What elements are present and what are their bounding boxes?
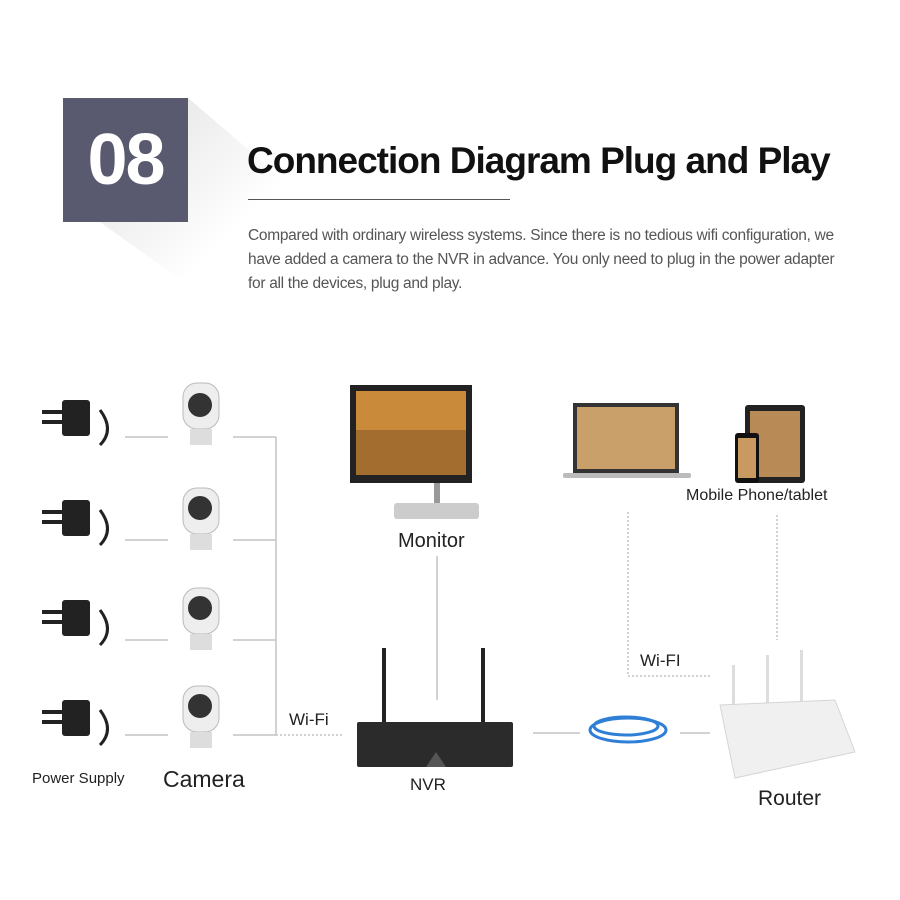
camera-label: Camera [163, 766, 245, 792]
nvr-icon [357, 648, 513, 767]
router-icon [719, 650, 856, 779]
camera-icon [182, 587, 220, 650]
network-cable-icon [588, 715, 668, 744]
description: Compared with ordinary wireless systems.… [248, 227, 835, 292]
tablet-phone-icon [735, 405, 805, 483]
power-adapter-icon [42, 600, 109, 647]
connection-lines [125, 436, 778, 736]
mobile-label: Mobile Phone/tablet [686, 487, 828, 504]
section-number-badge: 08 [63, 98, 188, 222]
power-adapter-icon [42, 500, 109, 547]
power-adapters [42, 400, 109, 747]
camera-icon [182, 382, 220, 445]
title-underline [248, 199, 510, 200]
page-title: Connection Diagram Plug and Play [247, 140, 831, 181]
laptop-icon [563, 403, 691, 478]
power-supply-label: Power Supply [32, 770, 125, 787]
monitor-label: Monitor [398, 530, 465, 552]
wifi-left-label: Wi-Fi [289, 710, 329, 729]
wifi-right-label: Wi-FI [640, 651, 681, 670]
router-label: Router [758, 787, 822, 810]
monitor-icon [350, 385, 479, 519]
power-adapter-icon [42, 700, 109, 747]
camera-icon [182, 685, 220, 748]
power-adapter-icon [42, 400, 109, 447]
cameras [182, 382, 220, 748]
camera-icon [182, 487, 220, 550]
nvr-label: NVR [410, 775, 446, 794]
